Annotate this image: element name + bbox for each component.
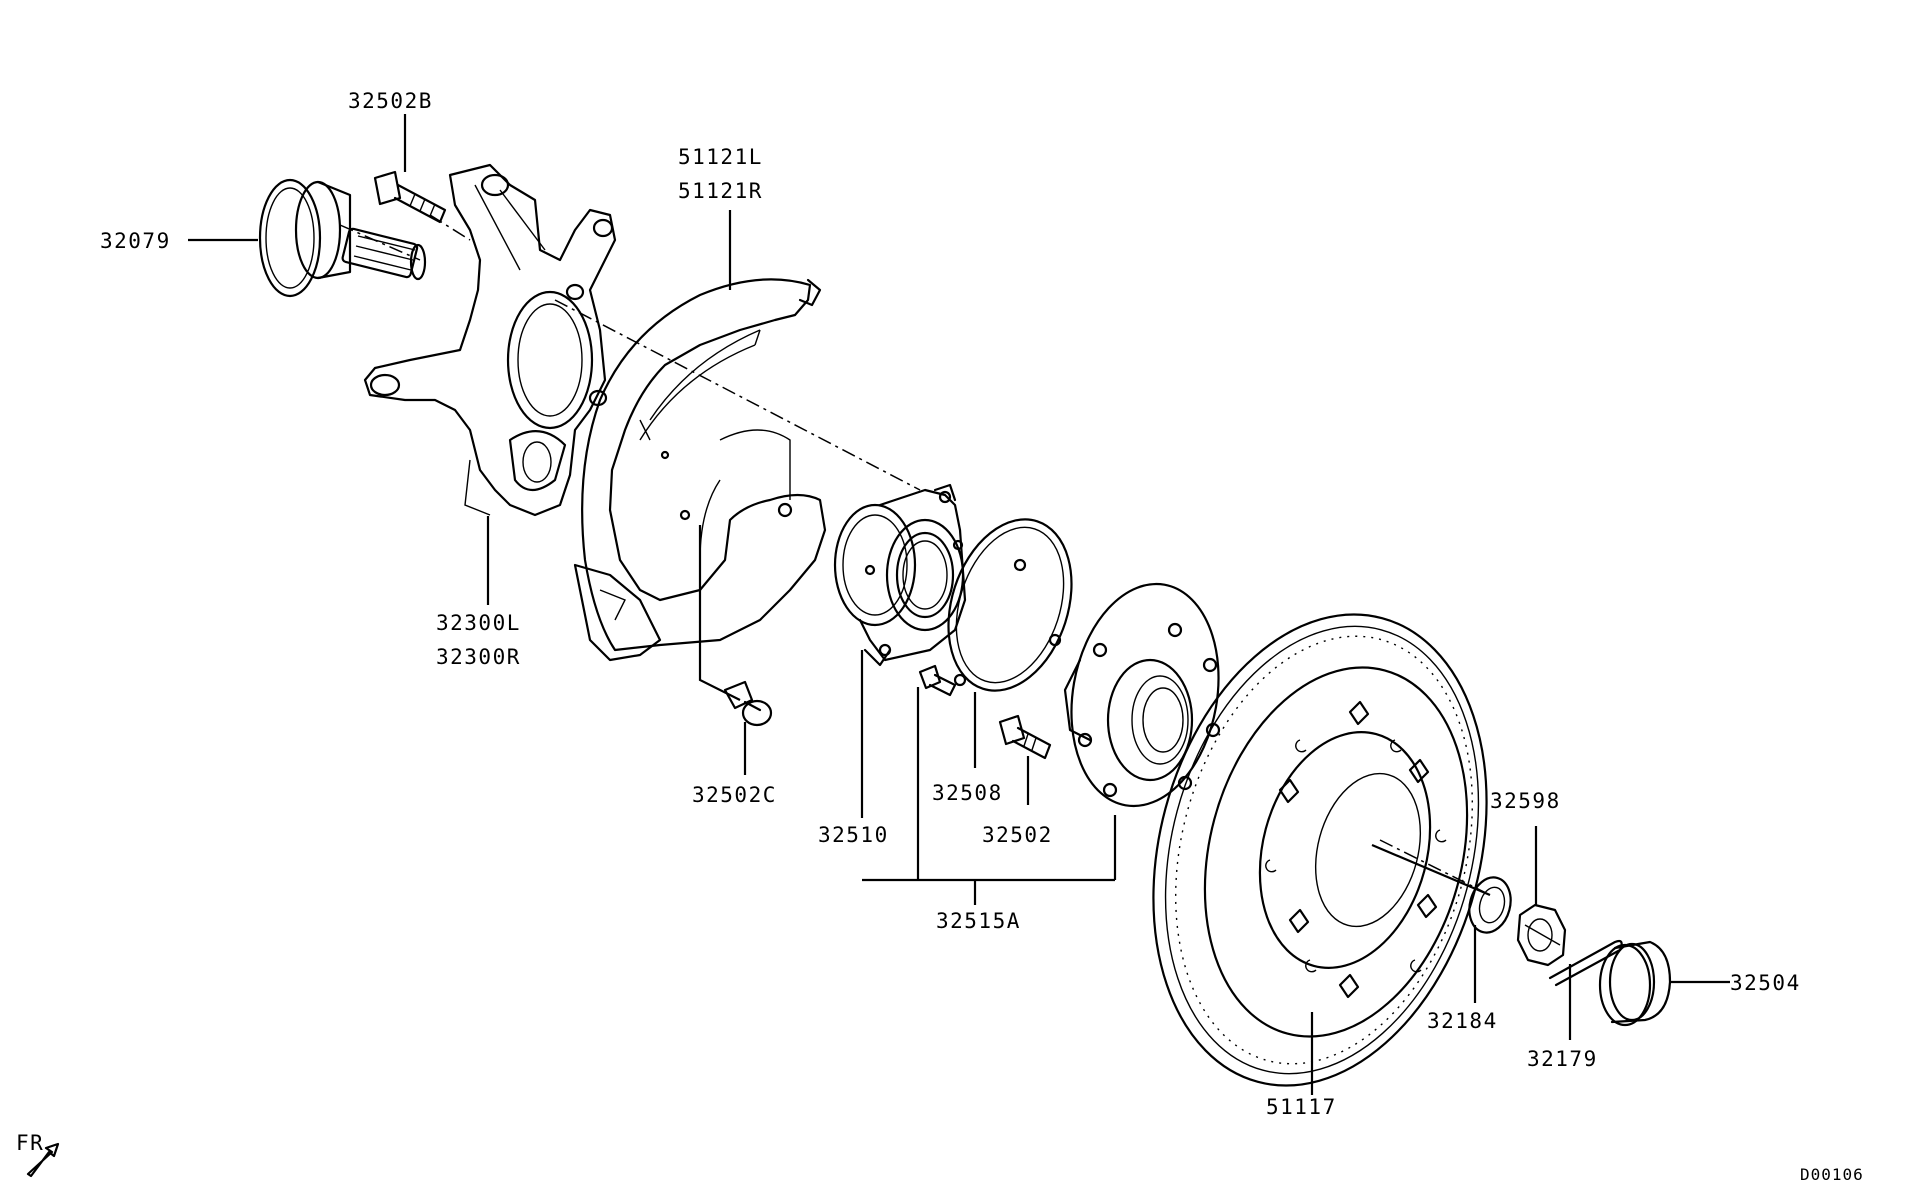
dust-shield-51121[interactable] xyxy=(573,278,827,662)
label-51121L: 51121L xyxy=(678,145,763,169)
label-32508: 32508 xyxy=(932,781,1003,805)
front-direction-arrow-icon xyxy=(26,1142,60,1178)
hub-bearing-32510[interactable] xyxy=(833,483,967,667)
label-51121R: 51121R xyxy=(678,179,763,203)
label-51117: 51117 xyxy=(1266,1095,1337,1119)
drive-shaft-32079[interactable] xyxy=(258,178,427,298)
label-32502C: 32502C xyxy=(692,783,777,807)
label-32079: 32079 xyxy=(100,229,171,253)
sensor-ring-32508[interactable] xyxy=(928,503,1093,706)
label-32598: 32598 xyxy=(1490,789,1561,813)
label-fr: FR xyxy=(16,1131,44,1155)
hub-bolt-32502[interactable] xyxy=(998,714,1052,760)
label-32504: 32504 xyxy=(1730,971,1801,995)
label-32502B: 32502B xyxy=(348,89,433,113)
hub-flange[interactable] xyxy=(1055,572,1236,818)
diagram-code: D00106 xyxy=(1800,1165,1864,1184)
label-32184: 32184 xyxy=(1427,1009,1498,1033)
label-32300L: 32300L xyxy=(436,611,521,635)
bolt-32508[interactable] xyxy=(918,664,957,697)
label-32179: 32179 xyxy=(1527,1047,1598,1071)
label-32515A: 32515A xyxy=(936,909,1021,933)
bolt-32502B[interactable] xyxy=(373,170,447,224)
label-32300R: 32300R xyxy=(436,645,521,669)
leader-lines xyxy=(188,114,1730,1095)
nut-32598[interactable] xyxy=(1516,903,1567,967)
washer-32184[interactable] xyxy=(1463,873,1516,937)
label-32510: 32510 xyxy=(818,823,889,847)
steering-knuckle-32300[interactable] xyxy=(363,163,617,517)
brake-disc-51117[interactable] xyxy=(1103,577,1536,1123)
bolt-32502C[interactable] xyxy=(723,680,773,727)
label-32502: 32502 xyxy=(982,823,1053,847)
